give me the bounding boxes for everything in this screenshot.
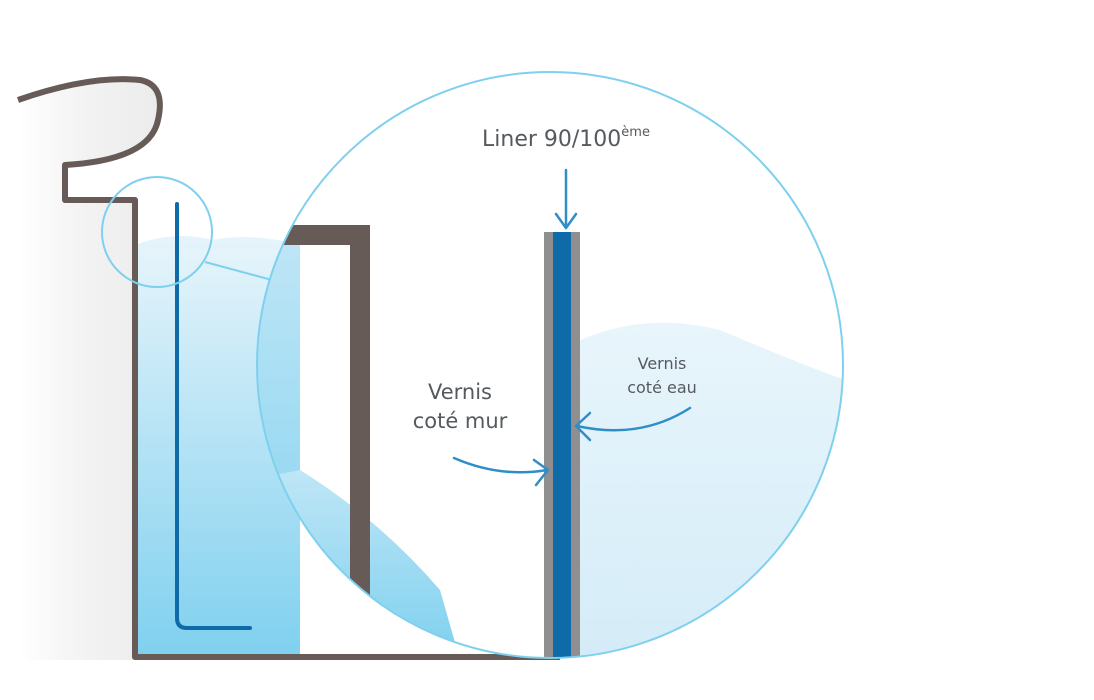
wall-side-varnish-label: Vernis coté mur <box>406 378 514 436</box>
liner-overview <box>175 202 252 630</box>
pool-wall <box>17 76 560 660</box>
water-side-varnish-label: Vernis coté eau <box>612 352 712 400</box>
magnified-view <box>257 72 843 658</box>
water-side-arrow <box>574 406 692 442</box>
ground-soil <box>18 79 160 660</box>
detail-marker <box>101 176 273 288</box>
liner-label: Liner 90/100ème <box>482 125 650 152</box>
wall-side-line1: Vernis <box>427 380 492 404</box>
liner-label-text: Liner 90/100 <box>482 127 622 152</box>
water-side-line1: Vernis <box>637 354 687 373</box>
wall-side-arrow <box>452 456 550 487</box>
water-side-line2: coté eau <box>627 378 697 397</box>
wall-side-line2: coté mur <box>412 409 508 433</box>
liner-arrow <box>554 168 578 230</box>
magnified-circle <box>256 71 844 659</box>
liner-label-sup: ème <box>621 125 650 140</box>
